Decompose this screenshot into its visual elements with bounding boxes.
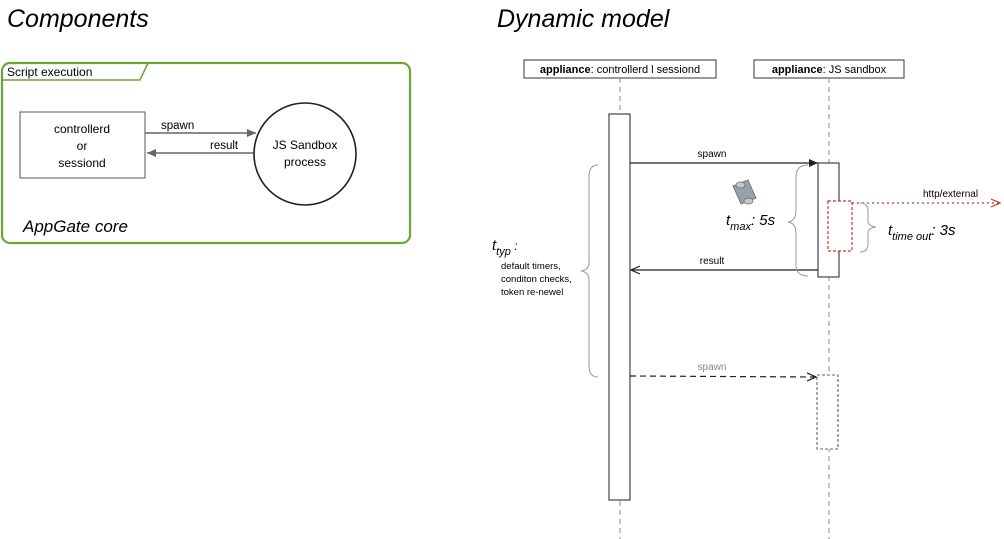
t-typ-item-1: default timers,: [501, 261, 561, 272]
http-external-call: http/external: [852, 189, 1000, 203]
t-typ-item-3: token re-newel: [501, 287, 563, 298]
spawn-message-2: spawn: [629, 362, 816, 377]
t-typ-label: ttyp : default timers, conditon checks, …: [492, 237, 572, 298]
dynamic-model-heading: Dynamic model: [497, 5, 670, 33]
sandbox-line1: JS Sandbox: [273, 138, 338, 152]
lifeline-left-bold: appliance: [540, 64, 591, 76]
spawn-label: spawn: [161, 120, 194, 132]
t-typ-item-2: conditon checks,: [501, 274, 572, 285]
spawn-connector: spawn: [145, 120, 256, 137]
lifeline-right-rest: : JS sandbox: [823, 64, 887, 76]
lifeline-header-right: appliance: JS sandbox: [753, 59, 905, 79]
svg-text:ttyp :: ttyp :: [492, 237, 518, 258]
t-timeout-label: ttime out: 3s: [888, 222, 956, 243]
package-label: Script execution: [7, 65, 92, 79]
svg-text:appliance: controllerd l sessi: appliance: controllerd l sessiond: [540, 64, 700, 76]
t-typ-brace: [580, 164, 599, 378]
timeout-activation: [827, 200, 853, 252]
controller-line2: or: [77, 139, 88, 153]
components-heading: Components: [7, 5, 149, 33]
t-max-brace: [787, 164, 809, 277]
sandbox-line2: process: [284, 155, 326, 169]
result-connector: result: [147, 140, 256, 157]
spawn-message-2-label: spawn: [698, 362, 727, 373]
http-label: http/external: [923, 189, 978, 200]
result-message: result: [631, 256, 818, 270]
future-activation: [816, 374, 839, 450]
lifeline-right-bold: appliance: [772, 64, 823, 76]
script-execution-package: Script execution: [0, 61, 412, 245]
spawn-message: spawn: [630, 149, 818, 167]
spawn-message-label: spawn: [698, 149, 727, 160]
lifeline-left-rest: : controllerd l sessiond: [591, 64, 700, 76]
t-max-label: tmax: 5s: [726, 212, 776, 233]
svg-text:tmax: 5s: tmax: 5s: [726, 212, 776, 233]
controller-line1: controllerd: [54, 122, 110, 136]
result-message-label: result: [700, 256, 725, 267]
lifeline-header-left: appliance: controllerd l sessiond: [523, 59, 717, 79]
sandbox-process: JS Sandbox process: [253, 102, 357, 206]
t-timeout-brace: [859, 202, 877, 253]
controller-line3: sessiond: [58, 156, 105, 170]
appgate-core-label: AppGate core: [22, 217, 128, 236]
activation-left: [608, 113, 631, 501]
scroll-icon: [732, 179, 757, 205]
controller-box: controllerd or sessiond: [19, 111, 146, 179]
result-label: result: [210, 140, 239, 152]
svg-text:ttime out: 3s: ttime out: 3s: [888, 222, 956, 243]
svg-text:appliance: JS sandbox: appliance: JS sandbox: [772, 64, 887, 76]
